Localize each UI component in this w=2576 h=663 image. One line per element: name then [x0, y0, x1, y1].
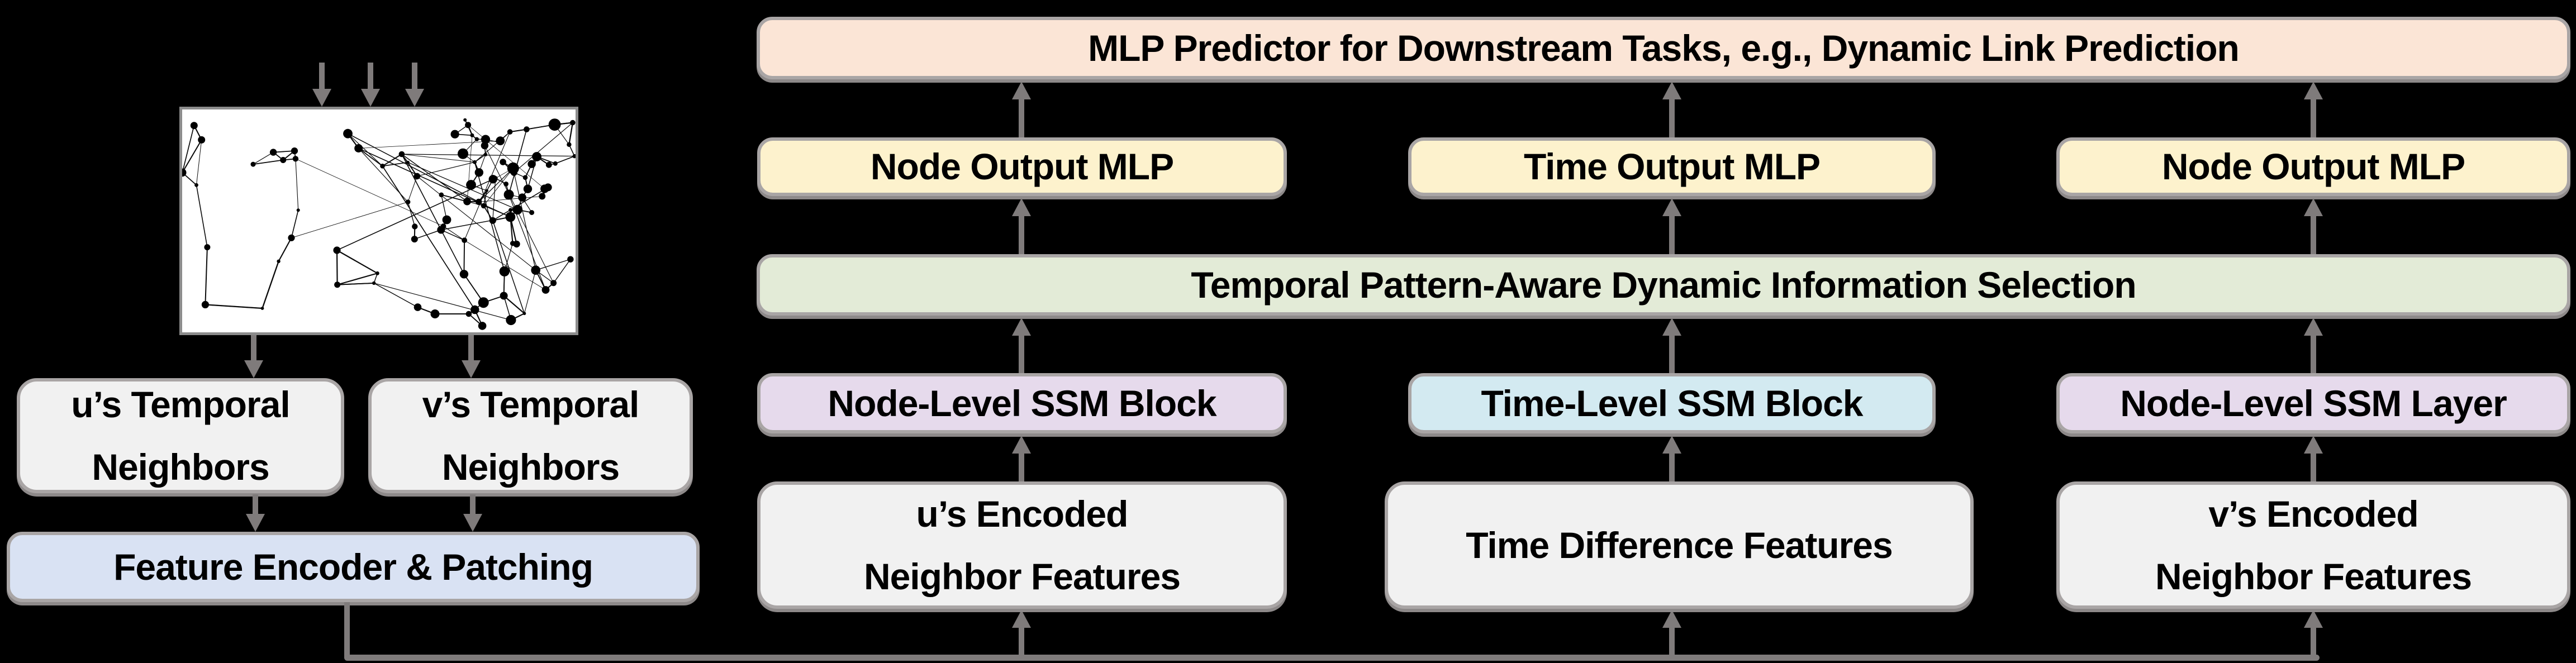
ssm-to-selection-arrow	[1012, 318, 1031, 373]
output-to-predictor-arrow	[2304, 82, 2323, 137]
v-temporal-neighbors-label: v’s Temporal Neighbors	[422, 383, 640, 488]
u-temporal-neighbors-box: u’s Temporal Neighbors	[17, 378, 344, 493]
time-output-mlp-box: Time Output MLP	[1408, 137, 1936, 196]
output-to-predictor-arrow	[1012, 82, 1031, 137]
selection-to-output-arrow	[2304, 198, 2323, 254]
node-level-ssm-layer-box: Node-Level SSM Layer	[2056, 373, 2570, 433]
u-temporal-neighbors-label: u’s Temporal Neighbors	[71, 383, 290, 488]
time-output-mlp-label: Time Output MLP	[1523, 146, 1821, 188]
node-output-mlp-box-u: Node Output MLP	[757, 137, 1287, 196]
node-level-ssm-layer-label: Node-Level SSM Layer	[2120, 382, 2507, 424]
node-level-ssm-block-label: Node-Level SSM Block	[828, 382, 1216, 424]
graph-input-arrow	[405, 63, 424, 107]
graph-input-arrow	[361, 63, 380, 107]
mlp-predictor-box: MLP Predictor for Downstream Tasks, e.g.…	[757, 17, 2570, 79]
graph-to-v-arrow	[462, 335, 481, 378]
time-difference-features-label: Time Difference Features	[1466, 524, 1893, 566]
v-to-encoder-arrow	[463, 494, 482, 532]
v-encoded-features-label: v’s Encoded Neighbor Features	[2155, 493, 2472, 597]
information-selection-box: Temporal Pattern-Aware Dynamic Informati…	[757, 254, 2570, 316]
ssm-to-selection-arrow	[1662, 318, 1681, 373]
mlp-predictor-label: MLP Predictor for Downstream Tasks, e.g.…	[1088, 27, 2240, 69]
node-output-mlp-label: Node Output MLP	[870, 146, 1174, 188]
node-output-mlp-box-v: Node Output MLP	[2056, 137, 2570, 196]
node-level-ssm-block-box: Node-Level SSM Block	[757, 373, 1287, 433]
v-encoded-features-box: v’s Encoded Neighbor Features	[2056, 481, 2570, 609]
plexus-network-graphic	[182, 118, 576, 330]
time-level-ssm-block-box: Time-Level SSM Block	[1408, 373, 1936, 433]
encoder-output-connector-vertical	[344, 602, 350, 658]
time-difference-features-box: Time Difference Features	[1385, 481, 1974, 609]
information-selection-label: Temporal Pattern-Aware Dynamic Informati…	[1191, 264, 2136, 306]
encoder-output-connector-horizontal	[344, 655, 2320, 661]
features-to-ssm-arrow	[1012, 436, 1031, 481]
output-to-predictor-arrow	[1662, 82, 1681, 137]
ssm-to-selection-arrow	[2304, 318, 2323, 373]
graph-input-arrow	[312, 63, 331, 107]
u-to-encoder-arrow	[246, 494, 265, 532]
selection-to-output-arrow	[1662, 198, 1681, 254]
temporal-graph-image	[179, 107, 578, 335]
u-encoded-features-box: u’s Encoded Neighbor Features	[757, 481, 1287, 609]
features-to-ssm-arrow	[2304, 436, 2323, 481]
node-output-mlp-label: Node Output MLP	[2161, 146, 2465, 188]
selection-to-output-arrow	[1012, 198, 1031, 254]
features-to-ssm-arrow	[1662, 436, 1681, 481]
graph-to-u-arrow	[244, 335, 263, 378]
bus-to-time-features-arrow	[1662, 610, 1681, 657]
u-encoded-features-label: u’s Encoded Neighbor Features	[863, 493, 1181, 597]
bus-to-u-features-arrow	[1012, 610, 1031, 657]
feature-encoder-label: Feature Encoder & Patching	[113, 546, 593, 588]
time-level-ssm-block-label: Time-Level SSM Block	[1481, 382, 1863, 424]
bus-to-v-features-arrow	[2304, 610, 2323, 657]
v-temporal-neighbors-box: v’s Temporal Neighbors	[368, 378, 693, 493]
feature-encoder-box: Feature Encoder & Patching	[7, 532, 700, 602]
